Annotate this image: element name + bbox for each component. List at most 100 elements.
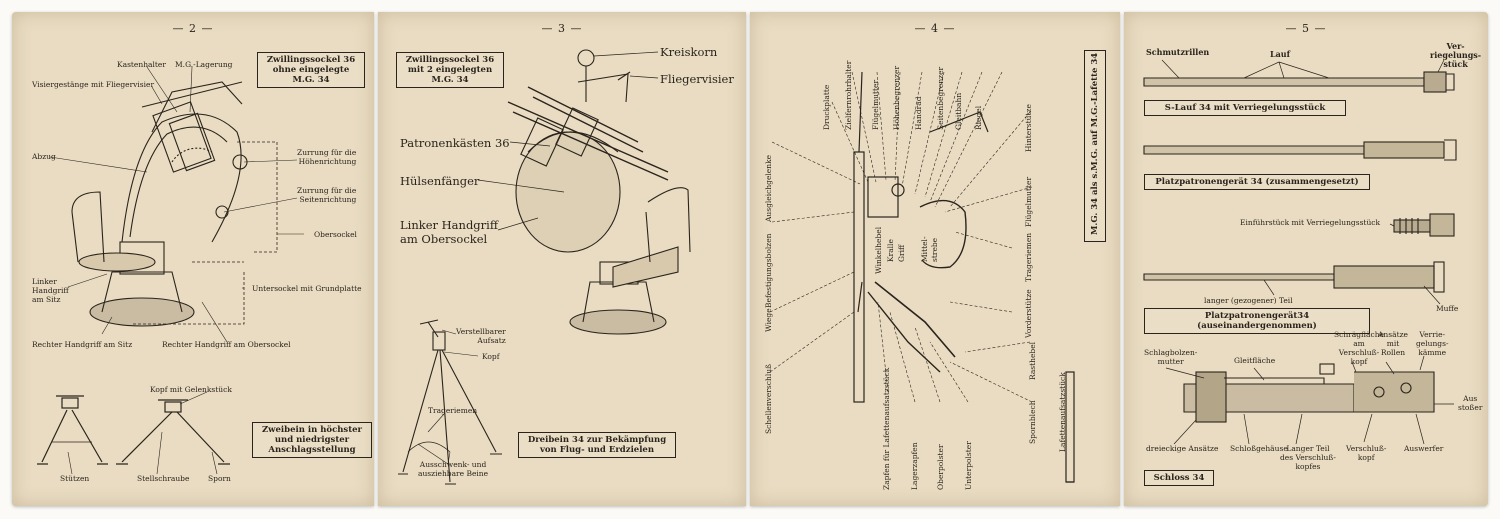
label-mittelstrebe: Mittel- <box>920 236 929 262</box>
label-line: Langer Teil <box>1286 444 1330 453</box>
label-line: Rollen <box>1380 348 1406 357</box>
label-langer-teil: langer (gezogener) Teil <box>1204 296 1293 305</box>
page-5: — 5 — <box>1124 12 1488 506</box>
caption-box-platzpatronen-zusammen: Platzpatronengerät 34 (zusammengesetzt) <box>1144 174 1370 190</box>
label-line: Verstellbarer <box>456 327 506 336</box>
label-lafettenaufsatzstueck: Lafettenaufsatzstück <box>1058 372 1067 452</box>
label-line: Verrie- <box>1419 330 1446 339</box>
label-line: Ausschwenk- und <box>419 460 487 469</box>
label-hinterstuetze: Hinterstütze <box>1024 104 1033 152</box>
caption-line: von Flug- und Erdzielen <box>539 445 655 455</box>
caption-line: Dreibein 34 zur Bekämpfung <box>527 435 667 445</box>
label-seitenbegrenzer: Seitenbegrenzer <box>936 66 945 130</box>
caption-box-schloss: Schloss 34 <box>1144 470 1214 486</box>
label-line: kämme <box>1418 348 1447 357</box>
caption-box-lafette: M.G. 34 als s.M.G. auf M.G.-Lafette 34 <box>1084 50 1106 242</box>
label-visiergestaenge: Visiergestänge mit Fliegervisier <box>32 80 155 89</box>
caption-line: Schloss 34 <box>1153 473 1205 483</box>
label-untersockel: Untersockel mit Grundplatte <box>252 284 362 293</box>
caption-line: Zwillingssockel 36 <box>405 55 495 65</box>
label-line: gelungs- <box>1416 339 1449 348</box>
label-schraegflaeche: Schrägfläche am Verschluß- kopf <box>1334 330 1384 366</box>
label-stellschraube: Stellschraube <box>137 474 190 483</box>
label-auswerfer: Auswerfer <box>1404 444 1444 453</box>
label-oberpolster: Oberpolster <box>936 444 945 490</box>
label-line: kopfes <box>1295 462 1321 471</box>
caption-box-twin-mount: Zwillingssockel 36 ohne eingelegte M.G. … <box>257 52 365 88</box>
label-fliegervisier: Fliegervisier <box>660 72 734 86</box>
label-line: stoßer <box>1458 403 1483 412</box>
page-2: — 2 — <box>12 12 374 506</box>
twin-mount-no-mg-drawing <box>37 66 304 475</box>
label-line: Ver- <box>1446 41 1465 51</box>
label-sporn: Sporn <box>208 474 231 483</box>
label-obersockel: Obersockel <box>314 230 357 239</box>
caption-line: Zwillingssockel 36 <box>266 55 356 65</box>
label-muffe: Muffe <box>1436 304 1459 313</box>
caption-line: S-Lauf 34 mit Verriegelungsstück <box>1164 103 1326 113</box>
label-trageriemen: Trageriemen <box>428 406 478 415</box>
label-lagerzapfen: Lagerzapfen <box>910 442 919 490</box>
label-gleitbahn: Gleitbahn <box>954 92 963 130</box>
caption-box-platzpatronen-auseinander: Platzpatronengerät34 (auseinandergenomme… <box>1144 308 1370 334</box>
caption-line: Anschlagsstellung <box>268 445 356 455</box>
label-line: stück <box>1443 59 1468 69</box>
label-line: Verschluß- <box>1346 444 1387 453</box>
label-linker-handgriff-sitz: Linker Handgriff am Sitz <box>32 277 69 304</box>
label-hoehenbegrenzer: Höhenbegrenzer <box>892 65 901 130</box>
label-verschlusskopf: Verschluß- kopf <box>1346 444 1386 462</box>
label-gleitflaeche: Gleitfläche <box>1234 356 1276 365</box>
label-line: ausziehbare Beine <box>418 469 489 478</box>
label-langer-teil-verschlusskopf: Langer Teil des Verschluß- kopfes <box>1280 444 1336 471</box>
label-abzug: Abzug <box>32 152 56 161</box>
label-winkelhebel: Winkelhebel <box>874 226 883 274</box>
label-line: Ansätze <box>1378 330 1408 339</box>
label-schmutzrillen: Schmutzrillen <box>1146 47 1210 57</box>
label-rechter-handgriff-obersockel: Rechter Handgriff am Obersockel <box>162 340 291 349</box>
page-3: — 3 — <box>378 12 746 506</box>
page-4: — 4 — <box>750 12 1120 506</box>
label-kopf-gelenk: Kopf mit Gelenkstück <box>150 385 232 394</box>
page-number: — 3 — <box>541 22 583 35</box>
label-kastenhalter: Kastenhalter <box>117 60 166 69</box>
label-line: am Sitz <box>32 295 61 304</box>
label-line: Zurrung für die <box>297 148 357 157</box>
label-schellenverschluss: Schellenverschluß <box>764 363 773 434</box>
label-zurrung-seite: Zurrung für die Seitenrichtung <box>297 186 356 204</box>
label-line: Schrägfläche <box>1334 330 1384 339</box>
label-handrad: Handrad <box>914 96 923 130</box>
label-ausschwenk: Ausschwenk- und ausziehbare Beine <box>418 460 488 478</box>
label-line: riegelungs- <box>1430 50 1482 60</box>
label-rasthebel: Rasthebel <box>1028 341 1037 380</box>
caption-line: ohne eingelegte <box>272 65 350 75</box>
label-line: mit <box>1386 339 1400 348</box>
label-patronenkasten: Patronenkästen 36 <box>400 136 510 150</box>
label-mg-lagerung: M.G.-Lagerung <box>175 60 233 69</box>
label-line: Aus <box>1463 394 1478 403</box>
label-line: Schlagbolzen- <box>1144 348 1198 357</box>
label-zielfernrohrhalter: Zielfernrohrhalter <box>844 60 853 130</box>
label-verriegelungsstueck: Ver- riegelungs- stück <box>1430 42 1481 69</box>
label-huelsenfaenger: Hülsenfänger <box>400 174 480 188</box>
barrel-and-bolt-drawings <box>1143 59 1457 445</box>
label-druckplatte: Druckplatte <box>822 84 831 130</box>
label-verstellbarer-aufsatz: Verstellbarer Aufsatz <box>456 327 506 345</box>
caption-lafette-text: M.G. 34 als s.M.G. auf M.G.-Lafette 34 <box>1090 52 1100 235</box>
caption-line: und niedrigster <box>274 435 350 445</box>
label-line: Linker Handgriff <box>400 218 499 232</box>
label-riegel: Riegel <box>974 105 983 130</box>
label-spornblech: Spornblech <box>1028 400 1037 444</box>
label-zapfen: Zapfen für Lafettenaufsatzstück <box>882 367 891 490</box>
label-line: Seitenrichtung <box>299 195 357 204</box>
page-number: — 4 — <box>914 22 956 35</box>
label-fluegelmutter2: Flügelmutter <box>1024 176 1033 227</box>
label-rechter-handgriff-sitz: Rechter Handgriff am Sitz <box>32 340 133 349</box>
label-ansaetze-rollen: Ansätze mit Rollen <box>1378 330 1408 357</box>
caption-line: Platzpatronengerät34 (auseinandergenomme… <box>1197 311 1317 331</box>
caption-line: Zweibein in höchster <box>261 425 363 435</box>
label-wiege: Wiege <box>764 308 773 332</box>
caption-box-bipod: Zweibein in höchster und niedrigster Ans… <box>252 422 372 458</box>
label-mittelstrebe-2: strebe <box>930 237 939 262</box>
label-trageriemen-p4: Trageriemen <box>1024 232 1033 282</box>
